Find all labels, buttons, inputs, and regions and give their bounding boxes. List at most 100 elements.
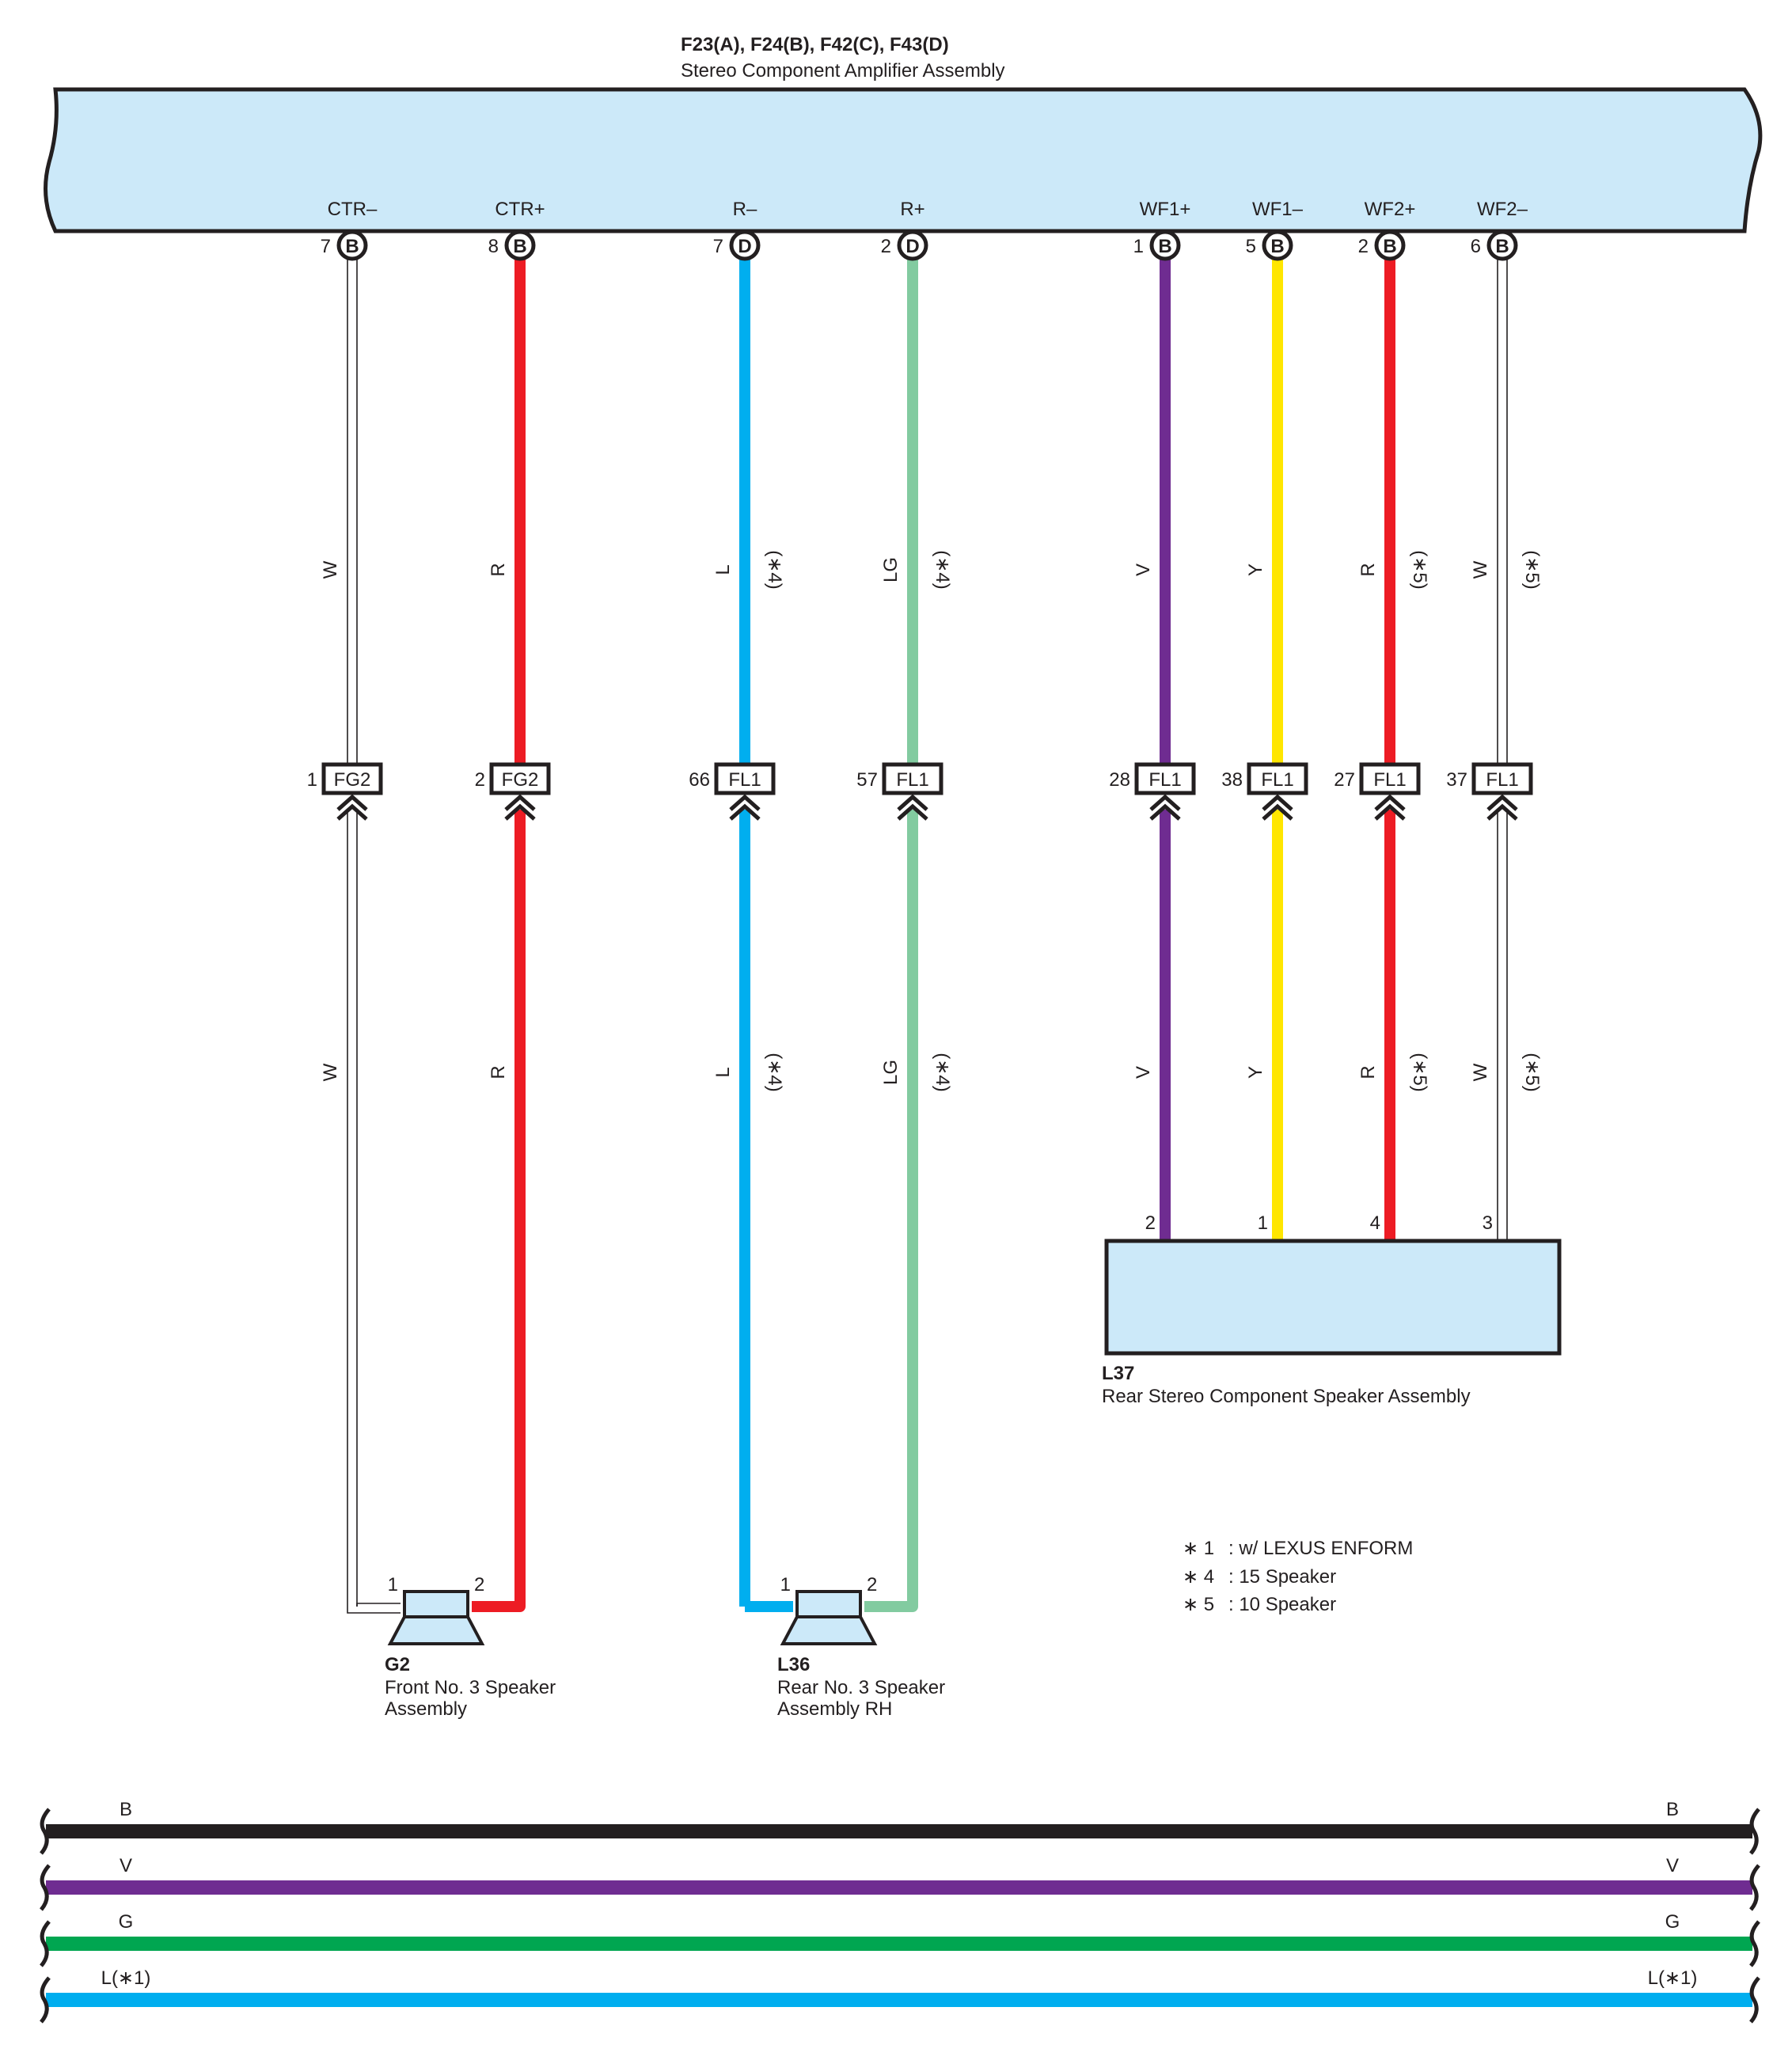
connector-chevron-icon <box>1149 794 1181 811</box>
g2-code: G2 <box>385 1654 410 1675</box>
speaker-cone-icon <box>387 1615 485 1645</box>
connector-chevron-icon <box>336 803 368 821</box>
wire-color-label-upper: R <box>1357 563 1379 576</box>
connector-chevron-icon <box>729 794 761 811</box>
junction-connector-box <box>1134 762 1196 795</box>
wire-color-label-lower: W <box>1470 1063 1491 1081</box>
speaker-pin-right: 2 <box>474 1574 484 1595</box>
terminal-label: CTR– <box>328 199 378 220</box>
junction-pin-number: 1 <box>307 769 317 791</box>
speaker-pin-left: 1 <box>780 1574 791 1595</box>
wire-color-label-lower: Y <box>1245 1066 1266 1079</box>
junction-connector-box <box>489 762 551 795</box>
junction-connector-label: FL1 <box>1148 769 1181 791</box>
note-2-text: : 15 Speaker <box>1228 1566 1336 1588</box>
junction-connector-label: FL1 <box>1261 769 1293 791</box>
junction-connector-box <box>714 762 776 795</box>
connector-pin-circle <box>897 230 928 261</box>
pin-number: 6 <box>1471 236 1481 257</box>
connector-letter: B <box>1270 236 1284 257</box>
connector-pin-circle <box>729 230 761 261</box>
amplifier-code: F23(A), F24(B), F42(C), F43(D) <box>681 34 949 55</box>
terminal-label: R– <box>733 199 757 220</box>
note-1-mark: ∗ 1 <box>1183 1538 1214 1559</box>
wire-color-label-lower: L <box>712 1067 734 1077</box>
terminal-label: WF1+ <box>1140 199 1191 220</box>
pin-number: 5 <box>1246 236 1256 257</box>
wire-note-label-upper: (∗5) <box>1409 550 1430 589</box>
wire-note-label-upper: (∗5) <box>1521 550 1543 589</box>
pin-number: 7 <box>321 236 331 257</box>
junction-connector-label: FG2 <box>334 769 371 791</box>
note-1-text: : w/ LEXUS ENFORM <box>1228 1538 1413 1559</box>
wire-color-label-upper: W <box>320 560 341 579</box>
l37-name: Rear Stereo Component Speaker Assembly <box>1102 1386 1471 1407</box>
l37-pin-number: 2 <box>1145 1212 1156 1234</box>
wire-note-label-lower: (∗4) <box>764 1053 785 1091</box>
wire-color-label-lower: LG <box>880 1060 902 1085</box>
connector-letter: B <box>1383 236 1396 257</box>
wire-note-label-lower: (∗5) <box>1521 1053 1543 1091</box>
legend-wire-3: L(∗1) L(∗1) <box>40 1967 1760 2024</box>
connector-pin-circle <box>336 230 368 261</box>
circuit-wf2-minus: WF2–B6W(∗5)W(∗5)FL1373WF2– <box>1446 199 1543 1271</box>
wire-color-label-upper: V <box>1133 563 1154 576</box>
wire-color-label-upper: Y <box>1245 563 1266 576</box>
legend-label-right: B <box>1666 1799 1679 1820</box>
connector-chevron-icon <box>729 803 761 821</box>
connector-letter: B <box>513 236 526 257</box>
l36-name-line1: Rear No. 3 Speaker <box>777 1677 945 1698</box>
pin-number: 1 <box>1133 236 1144 257</box>
note-3-text: : 10 Speaker <box>1228 1594 1336 1615</box>
junction-pin-number: 37 <box>1446 769 1467 791</box>
speaker-magnet <box>403 1590 469 1618</box>
legend-label-left: G <box>119 1911 134 1933</box>
connector-chevron-icon <box>897 794 928 811</box>
connector-chevron-icon <box>1149 803 1181 821</box>
wire-color-label-lower: R <box>488 1065 509 1079</box>
legend-label-left: B <box>120 1799 132 1820</box>
legend-label-right: L(∗1) <box>1648 1967 1698 1989</box>
wire-color-label-lower: R <box>1357 1065 1379 1079</box>
pin-number: 2 <box>1358 236 1369 257</box>
wire-break-right-icon <box>1749 1920 1760 1967</box>
pin-number: 7 <box>713 236 723 257</box>
legend-label-left: L(∗1) <box>101 1967 151 1989</box>
connector-chevron-icon <box>1262 794 1293 811</box>
circuit-wf1-minus: WF1–B5YYFL1381WF1– <box>1221 199 1308 1271</box>
wire-note-label-upper: (∗4) <box>764 550 785 589</box>
wire-break-right-icon <box>1749 1976 1760 2024</box>
l36-name-line2: Assembly RH <box>777 1698 892 1720</box>
wire-break-left-icon <box>40 1976 51 2024</box>
terminal-label: WF1– <box>1252 199 1304 220</box>
connector-letter: B <box>1158 236 1171 257</box>
connector-chevron-icon <box>897 803 928 821</box>
connector-letter: D <box>738 236 751 257</box>
connector-pin-circle <box>504 230 536 261</box>
amplifier-assembly <box>44 87 1763 233</box>
wire-note-label-upper: (∗4) <box>932 550 953 589</box>
connector-letter: D <box>905 236 919 257</box>
connector-chevron-icon <box>1486 794 1518 811</box>
g2-name-line1: Front No. 3 Speaker <box>385 1677 556 1698</box>
legend-label-right: G <box>1665 1911 1680 1933</box>
pin-number: 2 <box>881 236 891 257</box>
l37-code: L37 <box>1102 1363 1134 1384</box>
junction-connector-box <box>1471 762 1533 795</box>
junction-connector-label: FL1 <box>1486 769 1518 791</box>
connector-chevron-icon <box>1374 803 1406 821</box>
notes-block: ∗ 1 : w/ LEXUS ENFORM ∗ 4 : 15 Speaker ∗… <box>1183 1538 1413 1615</box>
connector-pin-circle <box>1374 230 1406 261</box>
junction-connector-box <box>1359 762 1421 795</box>
wire-break-right-icon <box>1749 1864 1760 1911</box>
wire-color-label-lower: V <box>1133 1066 1154 1079</box>
l37-pin-number: 4 <box>1370 1212 1380 1234</box>
junction-pin-number: 57 <box>856 769 878 791</box>
